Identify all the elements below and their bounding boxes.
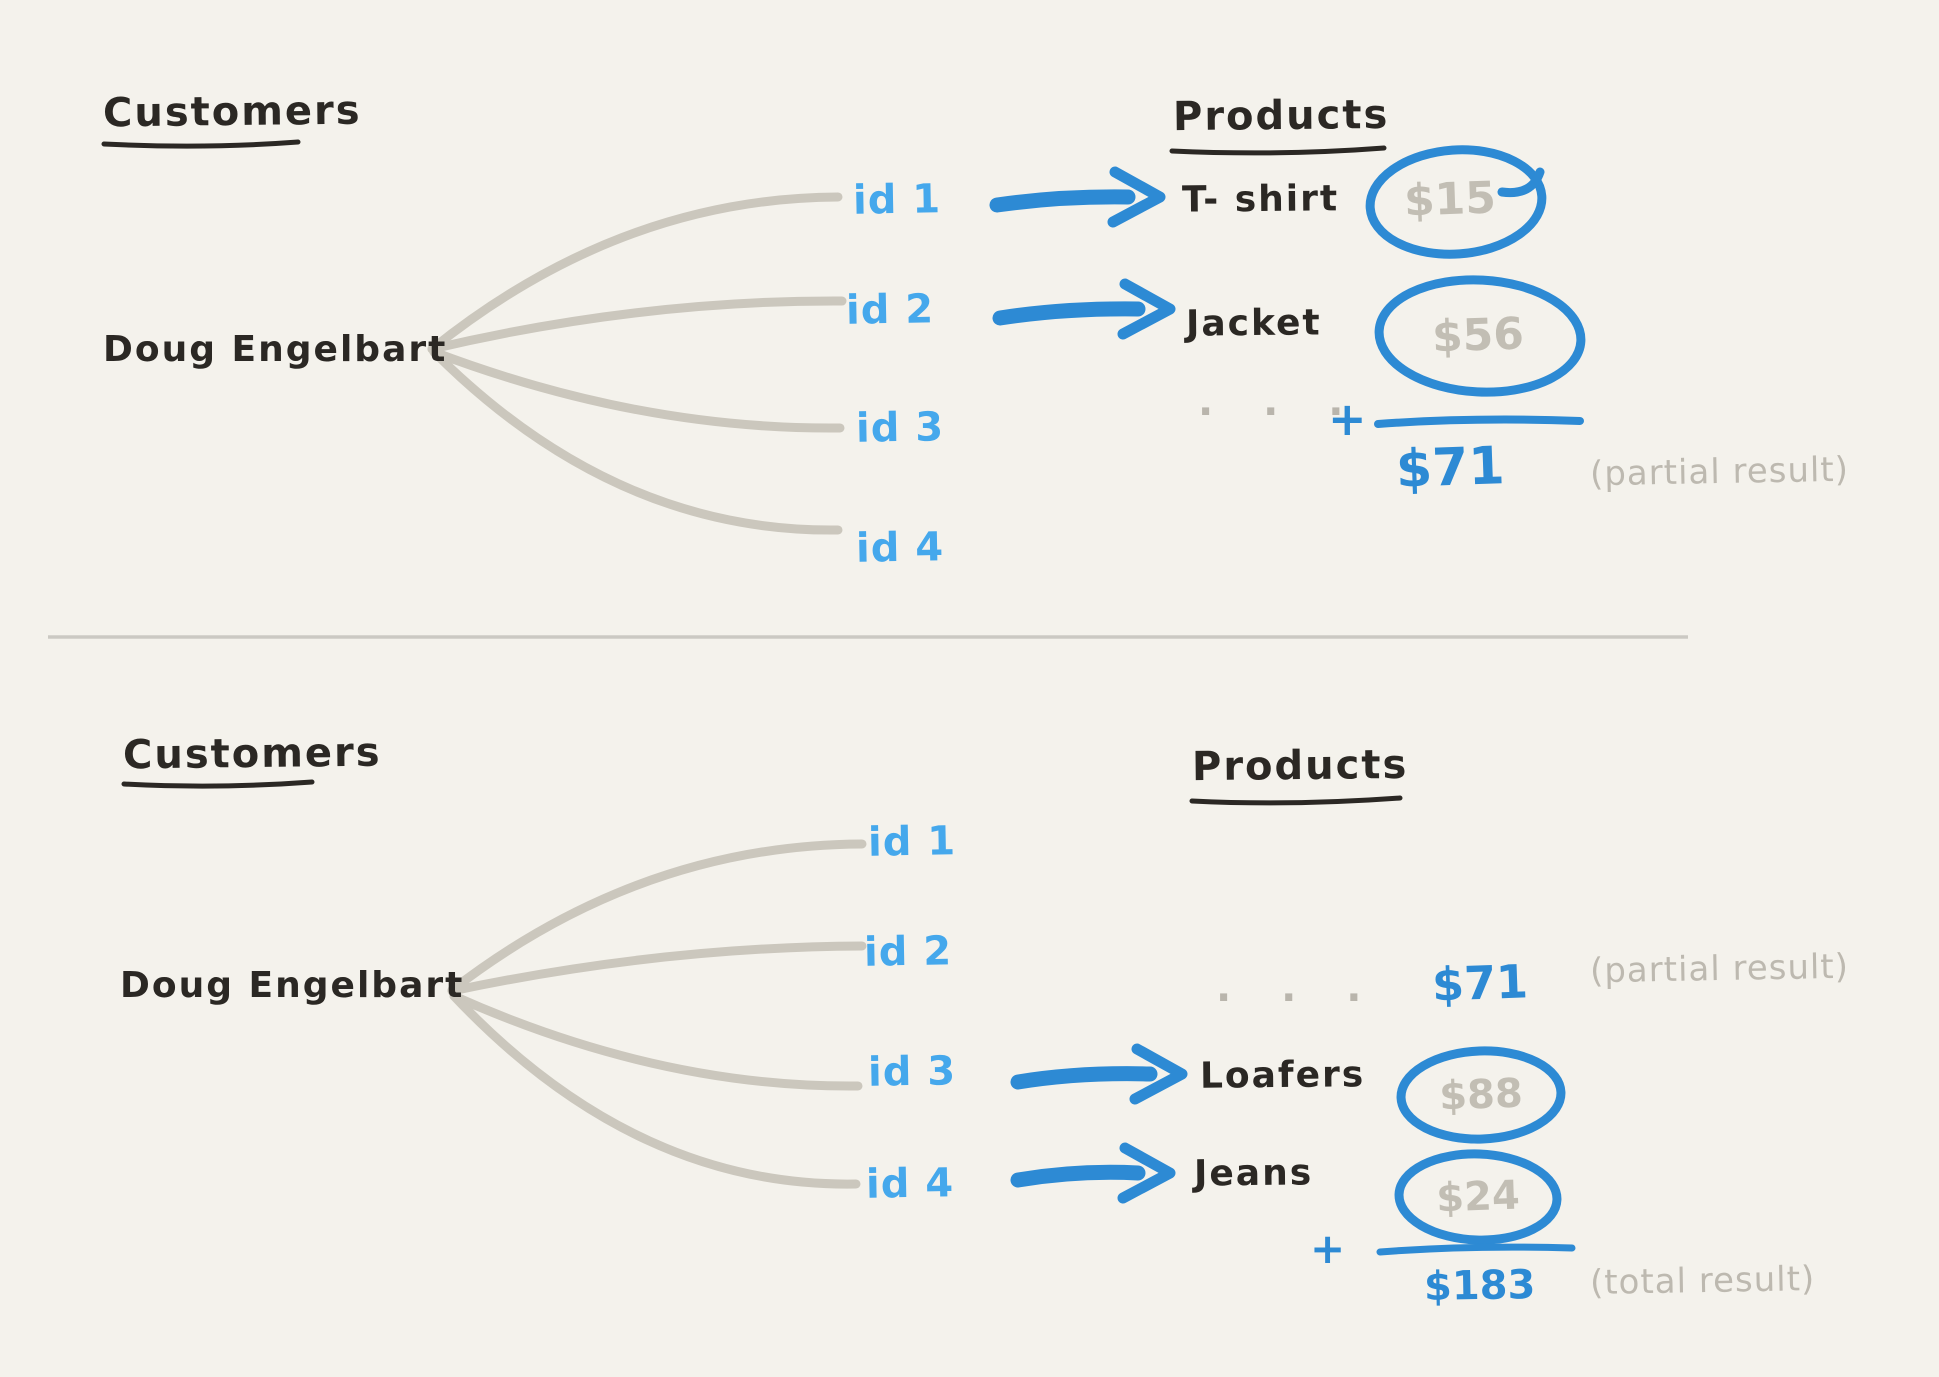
map-arrows-bottom — [1010, 1043, 1188, 1204]
price-jeans: $24 — [1435, 1172, 1521, 1222]
id-label-4-top: id 4 — [855, 524, 945, 572]
products-underline-top — [1169, 145, 1387, 156]
products-heading-bottom: Products — [1191, 741, 1409, 791]
id-label-2-top: id 2 — [845, 286, 935, 334]
arrow-body-icon — [1010, 1066, 1158, 1090]
partial-result-annotation-bottom: (partial result) — [1589, 946, 1850, 992]
sum-line-bottom — [1376, 1243, 1576, 1256]
customer-name-bottom: Doug Engelbart — [120, 965, 465, 1006]
price-circle — [1374, 275, 1586, 397]
arrow-head-icon — [1129, 1043, 1188, 1105]
price-circle — [1394, 1149, 1562, 1245]
id-label-3-top: id 3 — [855, 404, 945, 452]
customers-heading-top: Customers — [102, 87, 362, 137]
arrow-body-icon — [1010, 1164, 1146, 1188]
fan-line — [429, 347, 845, 433]
fan-line — [449, 991, 863, 1091]
total-result-annotation: (total result) — [1589, 1259, 1816, 1303]
id-label-3-bottom: id 3 — [867, 1048, 957, 1096]
price-circle — [1396, 1046, 1566, 1144]
fan-line — [447, 839, 867, 995]
map-arrows-top — [989, 166, 1176, 340]
total-sum-value: $183 — [1423, 1262, 1536, 1310]
customers-heading-bottom: Customers — [122, 729, 382, 779]
price-loafers: $88 — [1438, 1070, 1524, 1120]
customers-underline-top — [101, 139, 301, 149]
id-label-4-bottom: id 4 — [865, 1160, 955, 1208]
plus-sign-top: + — [1328, 392, 1367, 446]
carried-sum-value: $71 — [1431, 954, 1529, 1012]
partial-sum-value-top: $71 — [1394, 436, 1506, 500]
price-circles — [1365, 145, 1586, 1245]
customers-underline-bottom — [121, 779, 315, 789]
ellipsis-bottom: · · · — [1216, 975, 1380, 1021]
fan-line — [449, 991, 861, 1189]
price-circle — [1365, 145, 1547, 259]
product-name-loafers: Loafers — [1199, 1054, 1366, 1097]
fan-lines-top — [427, 192, 847, 535]
plus-sign-bottom: + — [1310, 1224, 1346, 1273]
arrow-head-icon — [1107, 166, 1166, 228]
arrow-body-icon — [992, 301, 1146, 326]
id-label-1-top: id 1 — [852, 176, 942, 224]
price-circle-hook — [1497, 167, 1545, 198]
fan-lines-bottom — [447, 839, 867, 1189]
customer-name-top: Doug Engelbart — [103, 329, 448, 370]
fan-line — [427, 192, 843, 354]
fan-line — [429, 347, 843, 535]
id-label-2-bottom: id 2 — [863, 928, 953, 976]
product-name-jacket: Jacket — [1185, 302, 1322, 345]
product-name-jeans: Jeans — [1193, 1152, 1314, 1195]
ellipsis-top: · · · — [1198, 389, 1362, 435]
id-label-1-bottom: id 1 — [867, 818, 957, 866]
products-heading-top: Products — [1172, 91, 1390, 141]
sum-line-top — [1374, 415, 1584, 428]
partial-result-annotation-top: (partial result) — [1589, 449, 1850, 495]
product-name-tshirt: T- shirt — [1181, 178, 1340, 221]
products-underline-bottom — [1189, 795, 1403, 806]
price-jacket: $56 — [1431, 308, 1525, 363]
arrow-head-icon — [1117, 1142, 1176, 1204]
fan-line — [427, 296, 847, 354]
arrow-body-icon — [989, 189, 1136, 213]
fan-line — [447, 941, 867, 996]
price-tshirt: $15 — [1403, 172, 1497, 227]
arrow-head-icon — [1117, 278, 1176, 340]
